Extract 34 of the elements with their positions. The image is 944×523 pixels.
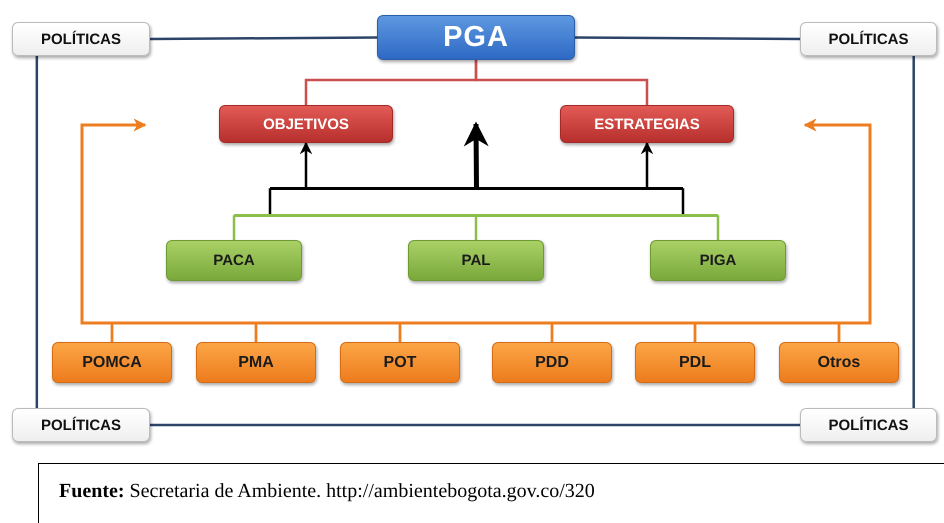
plan-box: PACA (166, 240, 302, 281)
policy-box: POLÍTICAS (12, 22, 150, 56)
policy-box: POLÍTICAS (800, 408, 937, 442)
instrument-box: PDD (492, 342, 612, 383)
arrow (464, 122, 489, 188)
connector-line (232, 215, 236, 240)
connector-line (150, 36, 377, 40)
policy-box: POLÍTICAS (800, 22, 937, 56)
connector-bar (270, 187, 683, 190)
instrument-box: PMA (196, 342, 316, 383)
arrow (640, 142, 654, 190)
connector-line (716, 215, 720, 240)
goal-box: ESTRATEGIAS (560, 105, 734, 143)
plan-box: PAL (408, 240, 544, 281)
instrument-box: POT (340, 342, 460, 383)
connector-line (268, 188, 272, 216)
arrow (300, 142, 312, 190)
connector-bar (234, 214, 718, 216)
connector-line (575, 36, 800, 40)
instrument-box: PDL (635, 342, 755, 383)
plan-box: PIGA (650, 240, 786, 281)
connector-line (682, 188, 684, 216)
main-plan-box: PGA (377, 15, 575, 60)
source-note: Fuente: Secretaria de Ambiente. http://ambientebogota.gov.co/320 (38, 463, 944, 523)
goal-box: OBJETIVOS (219, 105, 393, 143)
connector-line (474, 215, 478, 240)
connector-line (150, 424, 800, 426)
connector-line (474, 60, 648, 105)
instrument-box: Otros (779, 342, 899, 383)
connector-line (912, 56, 915, 408)
instrument-box: POMCA (52, 342, 172, 383)
connector-line (36, 56, 38, 408)
arrow (804, 118, 872, 342)
policy-box: POLÍTICAS (12, 408, 150, 442)
